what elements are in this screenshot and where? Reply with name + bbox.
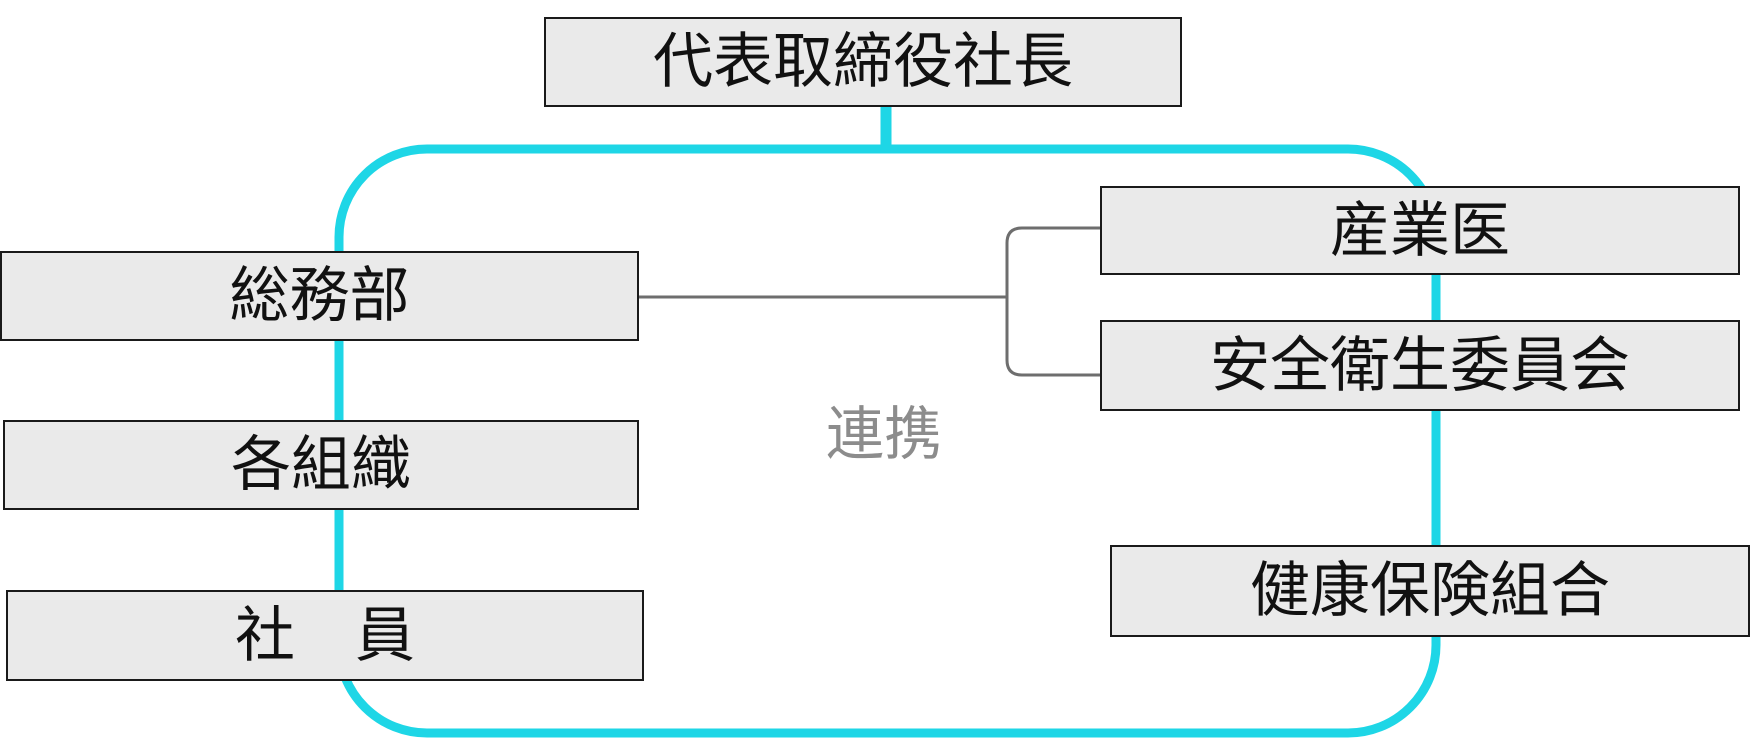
health-insurance-association-label: 健康保険組合 <box>1250 556 1610 626</box>
industrial-physician-box: 産業医 <box>1100 186 1740 275</box>
general-affairs-label: 総務部 <box>229 261 410 331</box>
each-organization-label: 各組織 <box>231 430 411 500</box>
safety-health-committee-label: 安全衛生委員会 <box>1210 330 1630 401</box>
employees-label: 社 員 <box>235 600 415 671</box>
president-label: 代表取締役社長 <box>653 27 1073 97</box>
cooperation-label: 連携 <box>826 400 943 468</box>
connector-bracket <box>1005 226 1102 377</box>
industrial-physician-label: 産業医 <box>1330 195 1510 266</box>
general-affairs-box: 総務部 <box>0 251 639 341</box>
employees-box: 社 員 <box>6 590 644 681</box>
safety-health-committee-box: 安全衛生委員会 <box>1100 320 1740 411</box>
each-organization-box: 各組織 <box>3 420 639 510</box>
health-insurance-association-box: 健康保険組合 <box>1110 545 1750 637</box>
president-box: 代表取締役社長 <box>544 17 1182 107</box>
